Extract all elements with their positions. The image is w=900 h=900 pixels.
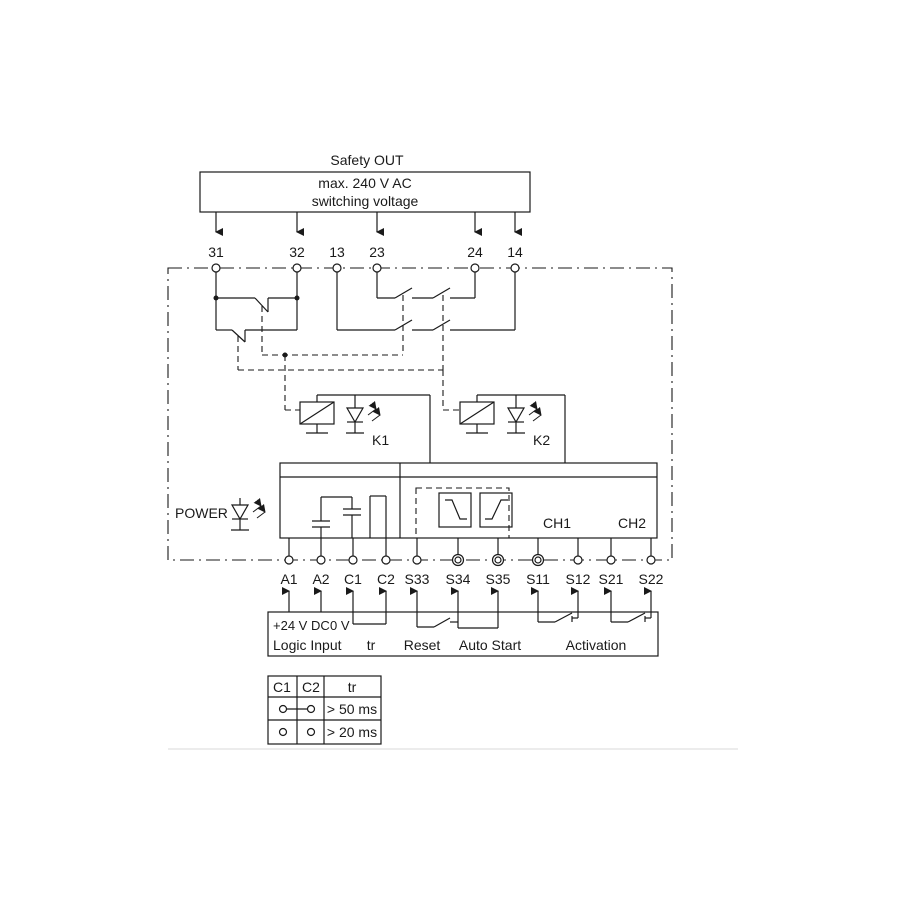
input-switches [353, 612, 651, 629]
supply-0v-label: 0 V [330, 618, 350, 633]
terminal-a2-label: A2 [312, 571, 329, 587]
terminal-s21-label: S21 [599, 571, 624, 587]
nc-contacts-31-32 [213, 272, 300, 343]
input-box [267, 611, 659, 657]
relay-k2 [459, 394, 566, 463]
power-label: POWER [175, 505, 228, 521]
device-enclosure [167, 267, 673, 561]
terminal-s34-label: S34 [446, 571, 471, 587]
top-terminals [211, 263, 520, 273]
mechanical-linkage [237, 295, 460, 411]
relay-k1-label: K1 [372, 432, 389, 448]
output-arrows [215, 212, 522, 236]
activation-label: Activation [566, 637, 627, 653]
relay-k2-label: K2 [533, 432, 550, 448]
relay-k1 [299, 394, 431, 463]
terminal-c2-label: C2 [377, 571, 395, 587]
safety-out-label: Safety OUT [330, 152, 404, 168]
terminal-s35-label: S35 [486, 571, 511, 587]
bottom-terminals [284, 538, 656, 567]
input-arrows [282, 587, 652, 628]
power-led-icon [230, 498, 266, 531]
supply-24v-label: +24 V DC [273, 618, 330, 633]
terminal-32-label: 32 [289, 244, 305, 260]
terminal-s11-label: S11 [526, 571, 550, 587]
timing-table [267, 675, 382, 745]
terminal-23-label: 23 [369, 244, 385, 260]
no-contacts [336, 272, 516, 331]
table-row-2-tr: > 20 ms [327, 724, 377, 740]
terminal-c1-label: C1 [344, 571, 362, 587]
logic-elements [415, 487, 513, 539]
table-header-tr: tr [348, 679, 357, 695]
channel-1-label: CH1 [543, 515, 571, 531]
switching-voltage-label: switching voltage [312, 193, 419, 209]
tr-label: tr [367, 637, 376, 653]
channel-2-label: CH2 [618, 515, 646, 531]
auto-start-label: Auto Start [459, 637, 521, 653]
terminal-14-label: 14 [507, 244, 523, 260]
table-header-c1: C1 [273, 679, 291, 695]
safety-out-box [199, 171, 531, 213]
table-header-c2: C2 [302, 679, 320, 695]
reset-label: Reset [404, 637, 441, 653]
terminal-24-label: 24 [467, 244, 483, 260]
table-row-1-tr: > 50 ms [327, 701, 377, 717]
logic-input-label: Logic Input [273, 637, 342, 653]
terminal-s22-label: S22 [639, 571, 664, 587]
terminal-a1-label: A1 [280, 571, 297, 587]
capacitor-circuit [312, 495, 387, 538]
terminal-s12-label: S12 [566, 571, 591, 587]
max-voltage-label: max. 240 V AC [318, 175, 411, 191]
terminal-s33-label: S33 [405, 571, 430, 587]
terminal-13-label: 13 [329, 244, 345, 260]
terminal-31-label: 31 [208, 244, 224, 260]
